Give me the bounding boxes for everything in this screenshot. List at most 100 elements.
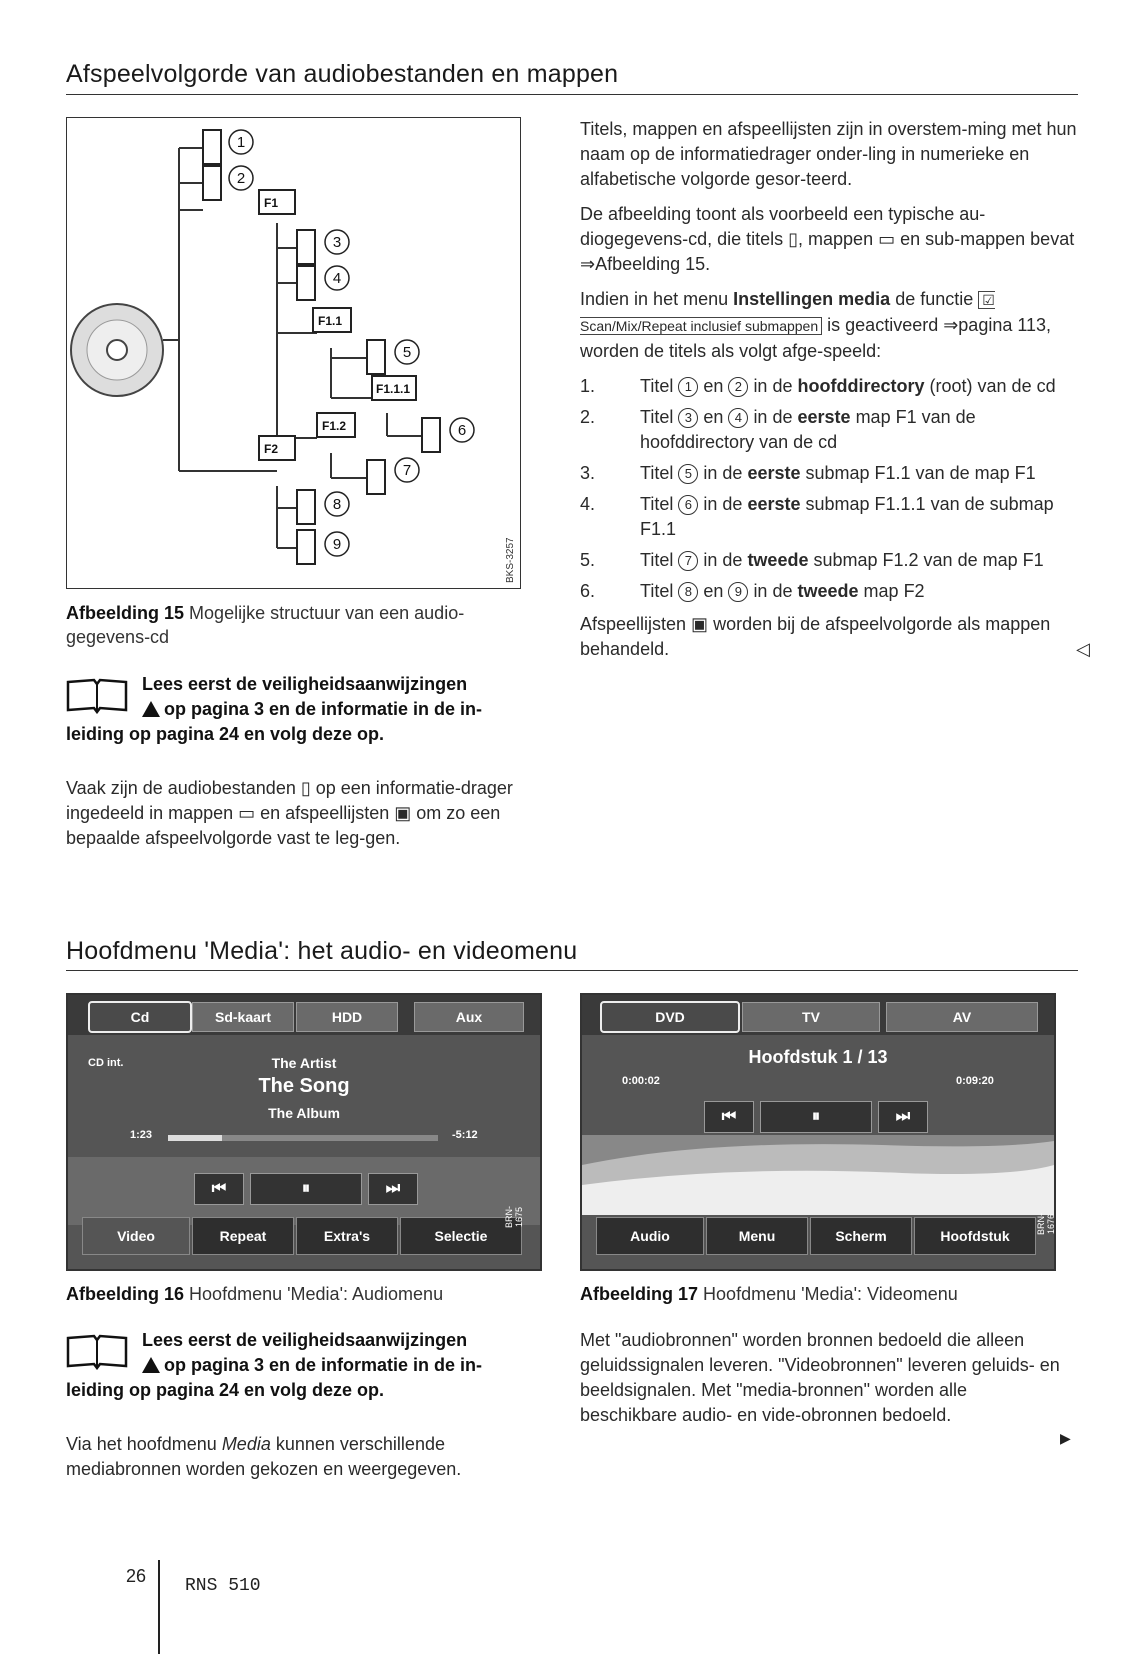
folder-label: F1.1.1 [376,382,410,396]
next-track-button[interactable]: ⏭ [368,1173,418,1205]
remaining-time: 0:09:20 [956,1075,994,1087]
folder-tree-svg: F1 F1.1 F1.1.1 F1.2 F2 1 2 3 4 5 6 7 8 9… [70,129,516,583]
book-icon [66,1334,128,1370]
tab-dvd[interactable]: DVD [600,1001,740,1033]
list-item: 6.Titel 8 en 9 in de tweede map F2 [580,581,925,602]
menu-name: Instellingen media [733,289,891,309]
safety-notice: Lees eerst de veiligheidsaanwijzingen op… [66,1328,536,1403]
paragraph: De afbeelding toont als voorbeeld een ty… [580,204,1075,274]
caption-label: Afbeelding 16 [66,1284,185,1304]
title-number: 1 [237,134,245,151]
paragraph: Titels, mappen en afspeellijsten zijn in… [580,119,1077,189]
extras-button[interactable]: Extra's [296,1217,398,1255]
audio-menu-screen: Cd Sd-kaart HDD Aux CD int. The Artist T… [66,993,542,1271]
cd-disc-icon [70,303,164,397]
title-number: 7 [403,462,411,479]
artist-text: The Artist [271,1055,337,1071]
title-number-icon: 7 [678,551,699,571]
folder-label: F1.1 [318,314,342,328]
tab-cd[interactable]: Cd [88,1001,192,1033]
selection-button[interactable]: Selectie [400,1217,522,1255]
title-number-icon: 9 [728,582,749,602]
playback-steps-list: 1.Titel 1 en 2 in de hoofddirectory (roo… [580,374,1080,604]
video-menu-screen: DVD TV AV Hoofdstuk 1 / 13 0:00:02 0:09:… [580,993,1056,1271]
chapter-button[interactable]: Hoofdstuk [914,1217,1036,1255]
figure-15-caption: Afbeelding 15 Mogelijke structuur van ee… [66,601,526,649]
figure-code: BKS-3257 [505,537,516,583]
continue-arrow-icon: ▶ [1060,1430,1071,1446]
previous-chapter-button[interactable]: ⏮ [704,1101,754,1133]
title-number: 6 [458,422,466,439]
folder-label: F2 [264,442,278,456]
tab-sd-card[interactable]: Sd-kaart [192,1002,294,1032]
safety-line: op pagina 3 en de informatie in de in- [164,699,483,719]
remaining-time: -5:12 [452,1129,478,1141]
folder-label: F1 [264,196,278,210]
paragraph: Indien in het menu Instellingen media de… [580,289,1052,361]
source-label: CD int. [88,1057,124,1069]
menu-name: Media [221,1434,271,1454]
audio-button[interactable]: Audio [596,1217,704,1255]
section-rule [66,94,1078,95]
section-title-playback-order: Afspeelvolgorde van audiobestanden en ma… [66,60,619,88]
title-file-icon [366,459,386,495]
section-title-media-menu: Hoofdmenu 'Media': het audio- en videome… [66,937,578,965]
elapsed-time: 1:23 [130,1129,153,1141]
safety-line: Lees eerst de veiligheidsaanwijzingen [142,674,468,694]
previous-track-button[interactable]: ⏮ [194,1173,244,1205]
paragraph: Via het hoofdmenu Media kunnen verschill… [66,1434,462,1479]
warning-icon [142,701,160,717]
video-button[interactable]: Video [82,1217,190,1255]
tab-aux[interactable]: Aux [414,1002,524,1032]
repeat-button[interactable]: Repeat [192,1217,294,1255]
title-file-icon [202,165,222,201]
safety-line: leiding op pagina 24 en volg deze op. [66,1380,385,1400]
list-item: 3.Titel 5 in de eerste submap F1.1 van d… [580,463,1036,484]
footer-rule [158,1560,160,1654]
next-chapter-button[interactable]: ⏭ [878,1101,928,1133]
pause-button[interactable]: ⏸ [760,1101,872,1133]
safety-notice: Lees eerst de veiligheidsaanwijzingen op… [66,672,536,747]
title-number-icon: 8 [678,582,699,602]
caption-label: Afbeelding 15 [66,603,185,623]
product-name: RNS 510 [185,1576,261,1596]
title-number: 5 [403,344,411,361]
folder-icon [312,307,352,333]
tab-tv[interactable]: TV [742,1002,880,1032]
caption-text: Hoofdmenu 'Media': Audiomenu [189,1284,444,1304]
folder-label: F1.2 [322,419,346,433]
book-icon [66,678,128,714]
chapter-text: Hoofdstuk 1 / 13 [748,1047,888,1067]
title-number-icon: 4 [728,408,749,428]
pause-button[interactable]: ⏸ [250,1173,362,1205]
figure-folder-tree: F1 F1.1 F1.1.1 F1.2 F2 1 2 3 4 5 6 7 8 9… [66,117,521,589]
title-file-icon [366,339,386,375]
paragraph: Met "audiobronnen" worden bronnen bedoel… [580,1330,1060,1425]
right-paragraph: Met "audiobronnen" worden bronnen bedoel… [580,1328,1060,1438]
tab-hdd[interactable]: HDD [296,1002,398,1032]
video-frame-image [582,1135,1054,1215]
back-mark-icon: ◁ [1076,639,1090,659]
list-item: 2.Titel 3 en 4 in de eerste map F1 van d… [580,407,976,452]
title-number-icon: 5 [678,464,699,484]
title-number: 9 [333,536,341,553]
warning-icon [142,1357,160,1373]
screen-button[interactable]: Scherm [810,1217,912,1255]
folder-icon [258,189,296,215]
progress-fill [168,1135,222,1141]
page-number: 26 [126,1566,147,1586]
paragraph: Vaak zijn de audiobestanden ▯ op een inf… [66,778,513,848]
safety-line: op pagina 3 en de informatie in de in- [164,1355,483,1375]
album-text: The Album [268,1105,340,1121]
song-text: The Song [258,1075,350,1097]
list-item: 1.Titel 1 en 2 in de hoofddirectory (roo… [580,376,1056,397]
title-number-icon: 6 [678,495,699,515]
folder-icon [258,435,296,461]
title-file-icon [296,229,316,265]
title-number: 4 [333,270,341,287]
setting-checkbox-label: ☑ Scan/Mix/Repeat inclusief submappen [580,291,995,335]
title-file-icon [421,417,441,453]
title-number-icon: 2 [728,377,749,397]
menu-button[interactable]: Menu [706,1217,808,1255]
tab-av[interactable]: AV [886,1002,1038,1032]
